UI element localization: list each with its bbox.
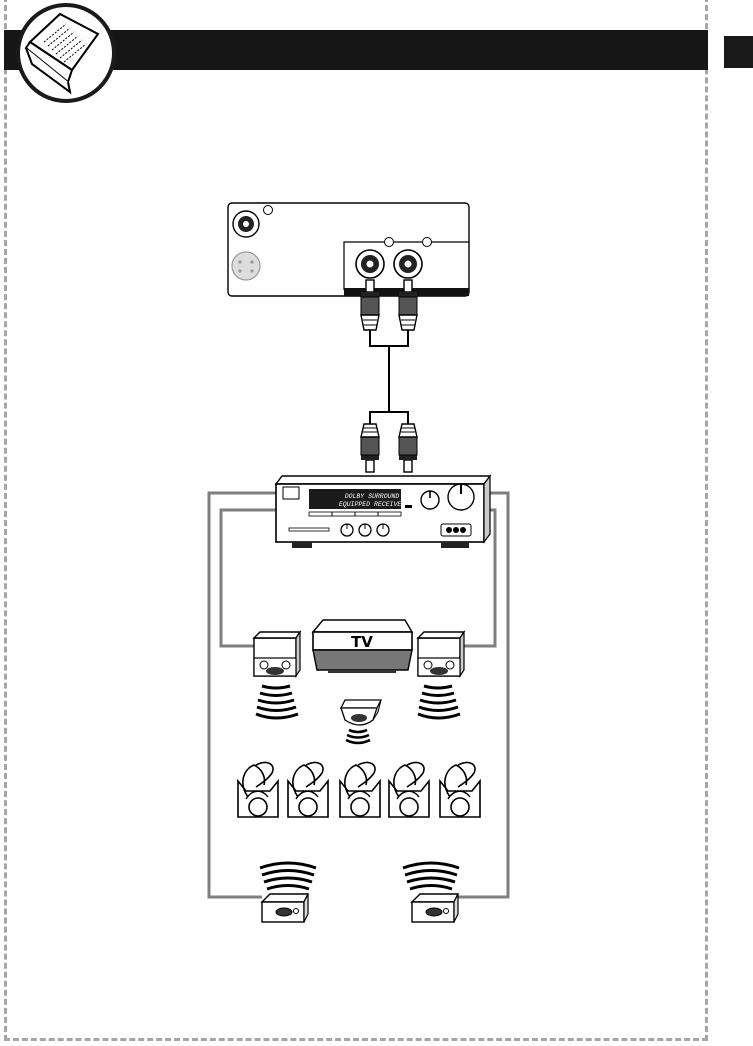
center-speaker-icon [341,700,381,725]
front-left-speaker-icon [254,632,300,676]
listener-person-icon [238,763,278,817]
center-sound-waves [346,730,370,743]
audio-cable [370,330,408,426]
rear-right-sound-waves [403,863,459,889]
front-right-speaker-icon [418,632,464,676]
speaker-wires [209,493,508,897]
receiver-audio-plug-right [399,424,417,472]
tv-label: TV [351,633,373,651]
listener-person-icon [340,763,380,817]
receiver-display-line1: DOLBY SURROUND [345,493,400,500]
rear-left-speaker-icon [262,894,308,922]
rear-left-sound-waves [260,863,316,889]
listener-person-icon [440,763,480,817]
listener-person-icon [389,763,429,817]
rear-right-speaker-icon [412,894,458,922]
receiver-display-line2: EQUIPPED RECEIVER [339,501,405,508]
front-left-sound-waves [256,686,298,718]
receiver-audio-plug-left [361,424,379,472]
surround-receiver [276,476,490,548]
front-right-sound-waves [418,686,460,718]
listener-person-icon [288,763,328,817]
manual-open-book-icon [18,5,114,101]
tv-back-panel [228,203,469,296]
